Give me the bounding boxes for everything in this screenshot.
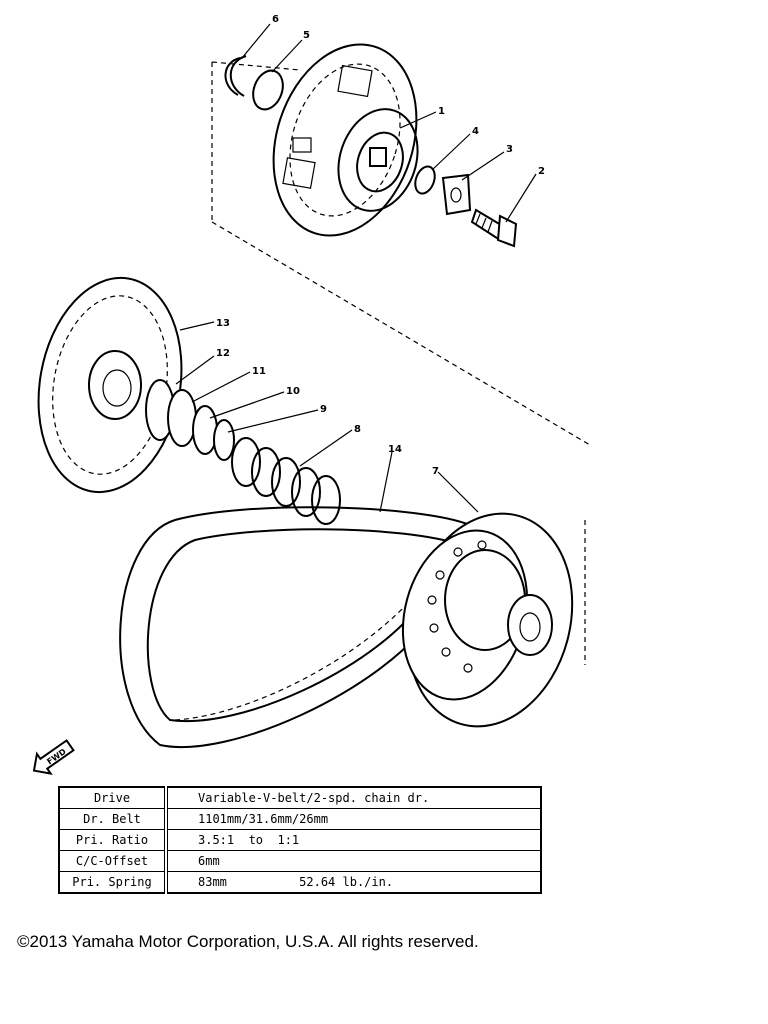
snap-ring-part-6 [224,55,247,97]
sleeve-part-10 [192,405,218,455]
sheave-part-1 [272,43,419,237]
sheave-part-7 [401,512,574,728]
plate-part-3 [441,173,472,216]
spec-value: 6mm [165,850,542,872]
table-row: Pri. Spring 83mm 52.64 lb./in. [58,871,542,894]
collar-part-11 [167,389,197,447]
spec-label: Pri. Ratio [58,829,168,851]
spec-value: 1101mm/31.6mm/26mm [165,808,542,830]
spec-value: 83mm 52.64 lb./in. [165,871,542,894]
callout-7: 7 [432,466,439,477]
spec-label: C/C-Offset [58,850,168,872]
callout-10: 10 [286,386,300,397]
table-row: Pri. Ratio 3.5:1 to 1:1 [58,829,542,851]
washer-part-4 [414,165,436,195]
specification-table: Drive Variable-V-belt/2-spd. chain dr. D… [58,786,542,894]
seat-part-9 [213,419,235,461]
callout-3: 3 [506,144,513,155]
callout-11: 11 [252,366,266,377]
spring-part-8 [231,437,341,525]
circlip-part-5 [252,69,284,111]
spec-value: 3.5:1 to 1:1 [165,829,542,851]
drive-belt-part-14 [119,506,471,748]
plate-hole [450,187,462,203]
guide-line-top [211,61,301,71]
spec-label: Drive [58,786,168,809]
callout-14: 14 [388,444,402,455]
callout-2: 2 [538,166,545,177]
callout-8: 8 [354,424,361,435]
callout-4: 4 [472,126,479,137]
table-row: C/C-Offset 6mm [58,850,542,872]
spec-value: Variable-V-belt/2-spd. chain dr. [165,786,542,809]
callout-5: 5 [303,30,310,41]
leader-lines [175,23,537,513]
table-row: Dr. Belt 1101mm/31.6mm/26mm [58,808,542,830]
guide-line-diagonal [211,221,591,446]
callout-1: 1 [438,106,445,117]
spec-label: Pri. Spring [58,871,168,894]
callout-13: 13 [216,318,230,329]
exploded-parts-diagram: 6 5 1 4 3 2 13 12 11 10 9 8 14 7 FWD [32,14,591,775]
callout-9: 9 [320,404,327,415]
copyright-notice: ©2013 Yamaha Motor Corporation, U.S.A. A… [17,932,479,951]
callout-6: 6 [272,14,279,25]
table-row: Drive Variable-V-belt/2-spd. chain dr. [58,786,542,809]
spec-label: Dr. Belt [58,808,168,830]
bolt-part-2 [470,208,518,248]
sheave-part-13 [37,276,183,494]
fwd-arrow-icon: FWD [32,739,75,775]
callout-12: 12 [216,348,230,359]
